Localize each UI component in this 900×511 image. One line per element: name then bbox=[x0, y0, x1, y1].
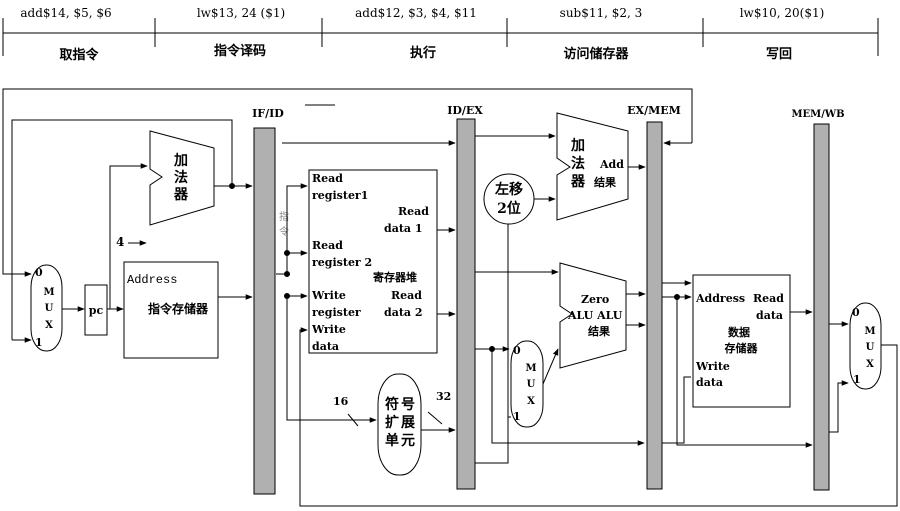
sign-extend-unit bbox=[377, 373, 422, 476]
write-data-line2: data bbox=[312, 340, 339, 353]
alu-result-label: 结果 bbox=[587, 324, 610, 338]
ex-mem-register bbox=[646, 121, 663, 490]
dmem-read-data-label: data bbox=[756, 309, 783, 322]
write-register-line2: register bbox=[312, 306, 361, 319]
pipeline-registers: IF/ID ID/EX EX/MEM MEM/WB bbox=[252, 104, 845, 495]
writeback-mux bbox=[849, 302, 882, 390]
instruction-memory bbox=[123, 261, 219, 359]
write-data-line1: Write bbox=[311, 323, 346, 336]
mem-wb-label: MEM/WB bbox=[791, 109, 844, 120]
read-data1-line2: data 1 bbox=[384, 222, 423, 235]
branch-adder-char-2: 法 bbox=[571, 155, 585, 172]
pc-adder-char-2: 法 bbox=[174, 169, 188, 186]
stage-name-execute: 执行 bbox=[410, 45, 436, 61]
pc-mux-letter-m: M bbox=[43, 287, 54, 298]
ifid-vertical-char-2: 令 bbox=[279, 225, 289, 238]
branch-adder-char-1: 加 bbox=[570, 138, 585, 154]
read-register2-line1: Read bbox=[312, 239, 343, 252]
register-file-title: 寄存器堆 bbox=[373, 270, 417, 284]
data-memory bbox=[692, 274, 791, 408]
ifid-vertical-char-1: 指 bbox=[279, 210, 289, 223]
read-data2-line2: data 2 bbox=[384, 306, 423, 319]
branch-adder bbox=[556, 112, 629, 221]
sign-extend-char-4: 展 bbox=[401, 415, 415, 431]
stage-instruction-3: add$12, $3, $4, $11 bbox=[355, 6, 477, 20]
wb-mux-input-1: 1 bbox=[853, 373, 861, 386]
read-register1-line2: register1 bbox=[312, 189, 368, 202]
wb-mux-input-0: 0 bbox=[852, 306, 860, 319]
pc-adder-char-3: 器 bbox=[173, 187, 189, 203]
ex-mem-label: EX/MEM bbox=[627, 104, 681, 117]
register-file bbox=[308, 169, 438, 354]
pc-mux-input-1: 1 bbox=[35, 336, 43, 349]
shift-left-line1: 左移 bbox=[494, 181, 523, 198]
wires bbox=[2, 88, 898, 507]
id-ex-register bbox=[456, 118, 476, 490]
pc-mux bbox=[30, 264, 63, 352]
sign-extend-char-6: 元 bbox=[401, 433, 415, 449]
wb-mux-letter-u: U bbox=[866, 342, 875, 353]
alu-mux-letter-u: U bbox=[527, 379, 536, 390]
imem-address-label: Address bbox=[127, 273, 177, 287]
alu-zero-label: Zero bbox=[581, 293, 609, 306]
dmem-title-line1: 数据 bbox=[728, 325, 750, 339]
stage-name-writeback: 写回 bbox=[766, 47, 792, 62]
mem-wb-register bbox=[813, 123, 830, 491]
stage-instruction-2: lw$13, 24 ($1) bbox=[197, 6, 285, 20]
pc-label: pc bbox=[89, 304, 104, 317]
if-id-label: IF/ID bbox=[252, 107, 284, 120]
pc-adder bbox=[149, 130, 215, 226]
pc-adder-char-1: 加 bbox=[173, 153, 188, 169]
if-id-register bbox=[253, 127, 276, 495]
wb-mux-letter-m: M bbox=[864, 326, 875, 337]
read-register1-line1: Read bbox=[312, 172, 343, 185]
stage-instruction-5: lw$10, 20($1) bbox=[740, 6, 825, 20]
read-register2-line2: register 2 bbox=[312, 256, 372, 269]
dmem-address-label: Address bbox=[695, 292, 745, 305]
alu-mux-input-1: 1 bbox=[513, 410, 521, 423]
pc-mux-input-0: 0 bbox=[35, 266, 43, 279]
branch-adder-char-3: 器 bbox=[570, 174, 586, 190]
stage-instruction-4: sub$11, $2, 3 bbox=[560, 6, 643, 20]
branch-adder-result-label: 结果 bbox=[593, 175, 616, 189]
alu-mux-letter-x: X bbox=[527, 396, 535, 407]
dmem-read-label: Read bbox=[753, 292, 784, 305]
alu-name-label: ALU ALU bbox=[567, 309, 623, 322]
read-data1-line1: Read bbox=[398, 205, 429, 218]
dmem-write-data-label: data bbox=[696, 376, 723, 389]
alu-mux-input-0: 0 bbox=[513, 344, 521, 357]
sign-extend-char-2: 号 bbox=[401, 397, 415, 413]
sign-extend-char-5: 单 bbox=[385, 432, 399, 449]
sign-extend-output-bits: 32 bbox=[436, 390, 451, 403]
write-register-line1: Write bbox=[311, 289, 346, 302]
stage-name-decode: 指令译码 bbox=[214, 43, 266, 59]
alu-mux-letter-m: M bbox=[525, 363, 536, 374]
read-data2-line1: Read bbox=[391, 289, 422, 302]
dmem-title-line2: 存储器 bbox=[725, 341, 759, 355]
branch-adder-add-label: Add bbox=[599, 158, 624, 171]
pc-register bbox=[84, 284, 108, 336]
stage-header: add$14, $5, $6 lw$13, 24 ($1) add$12, $3… bbox=[2, 6, 879, 63]
sign-extend-char-3: 扩 bbox=[385, 414, 399, 431]
pc-mux-letter-u: U bbox=[45, 303, 54, 314]
stage-name-memory: 访问储存器 bbox=[563, 46, 629, 62]
wb-mux-letter-x: X bbox=[866, 359, 874, 370]
stage-instruction-1: add$14, $5, $6 bbox=[20, 6, 111, 20]
sign-extend-input-bits: 16 bbox=[333, 395, 349, 408]
stage-name-fetch: 取指令 bbox=[59, 47, 99, 63]
sign-extend-char-1: 符 bbox=[384, 396, 399, 413]
pc-mux-letter-x: X bbox=[45, 320, 53, 331]
imem-title: 指令存储器 bbox=[148, 301, 209, 316]
shift-left-line2: 2位 bbox=[497, 200, 521, 217]
id-ex-label: ID/EX bbox=[447, 104, 483, 117]
dmem-write-label: Write bbox=[695, 360, 730, 373]
alu bbox=[559, 262, 627, 369]
const-four: 4 bbox=[116, 235, 124, 249]
